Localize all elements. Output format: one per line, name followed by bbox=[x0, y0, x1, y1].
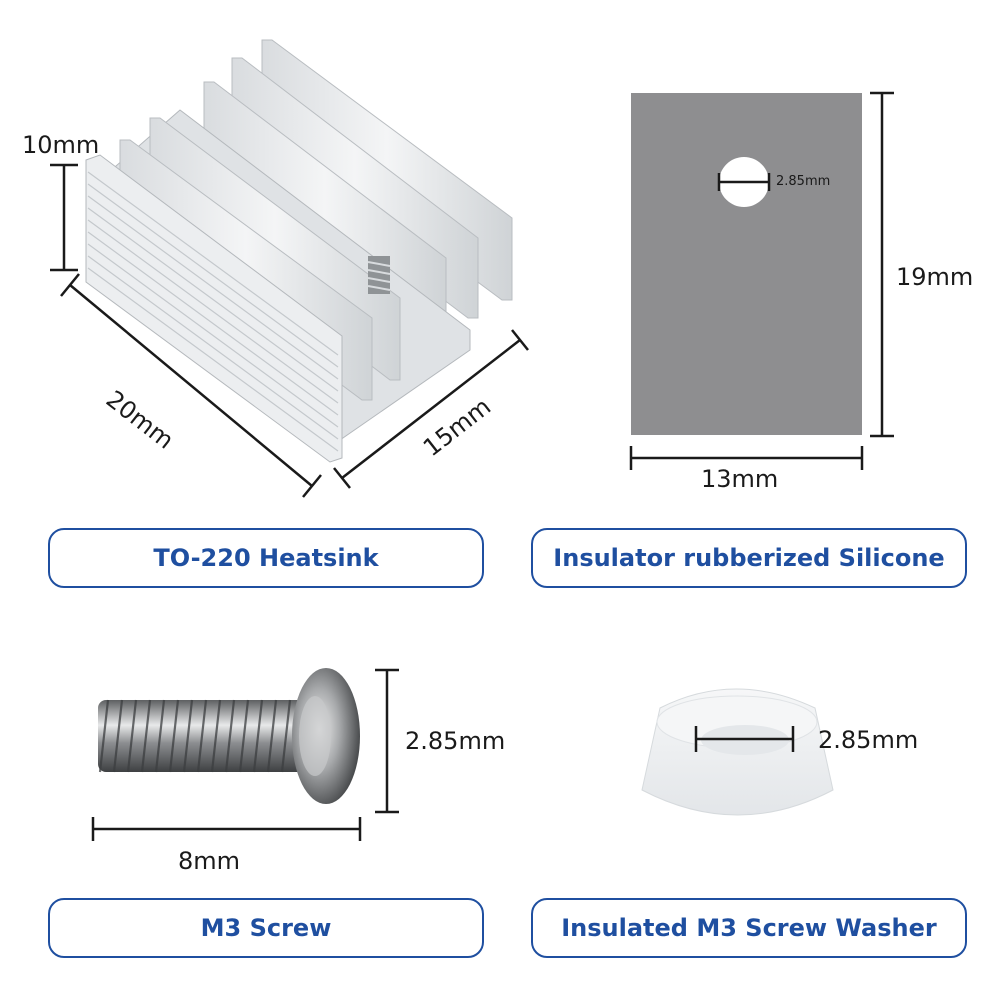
heatsink-dimension-lines bbox=[50, 163, 529, 498]
insulator-label-box: Insulator rubberized Silicone bbox=[531, 528, 967, 588]
insulator-dimension-lines bbox=[629, 91, 894, 470]
washer-label: Insulated M3 Screw Washer bbox=[561, 914, 937, 942]
screw-label-box: M3 Screw bbox=[48, 898, 484, 958]
heatsink-height-dim: 10mm bbox=[22, 131, 100, 159]
insulator-image bbox=[629, 91, 894, 470]
washer-hole-dim: 2.85mm bbox=[818, 726, 919, 754]
washer-dimension-lines bbox=[694, 726, 795, 752]
insulator-hole-dim: 2.85mm bbox=[776, 174, 831, 189]
screw-head-dim: 2.85mm bbox=[405, 727, 506, 755]
screw-length-dim: 8mm bbox=[178, 847, 241, 875]
heatsink-label: TO-220 Heatsink bbox=[153, 544, 379, 572]
screw-image bbox=[91, 668, 399, 841]
heatsink-front bbox=[85, 154, 343, 463]
insulator-label: Insulator rubberized Silicone bbox=[553, 544, 945, 572]
heatsink-label-box: TO-220 Heatsink bbox=[48, 528, 484, 588]
heatsink-thread-hole bbox=[367, 256, 391, 294]
insulator-height-dim: 19mm bbox=[896, 263, 974, 291]
insulator-pad bbox=[631, 93, 862, 435]
insulator-width-dim: 13mm bbox=[701, 465, 779, 493]
washer-image bbox=[641, 688, 834, 816]
screw-label: M3 Screw bbox=[200, 914, 332, 942]
heatsink-image bbox=[50, 39, 529, 498]
washer-label-box: Insulated M3 Screw Washer bbox=[531, 898, 967, 958]
screw-threads bbox=[98, 699, 292, 773]
screw-dimension-lines bbox=[91, 668, 399, 841]
